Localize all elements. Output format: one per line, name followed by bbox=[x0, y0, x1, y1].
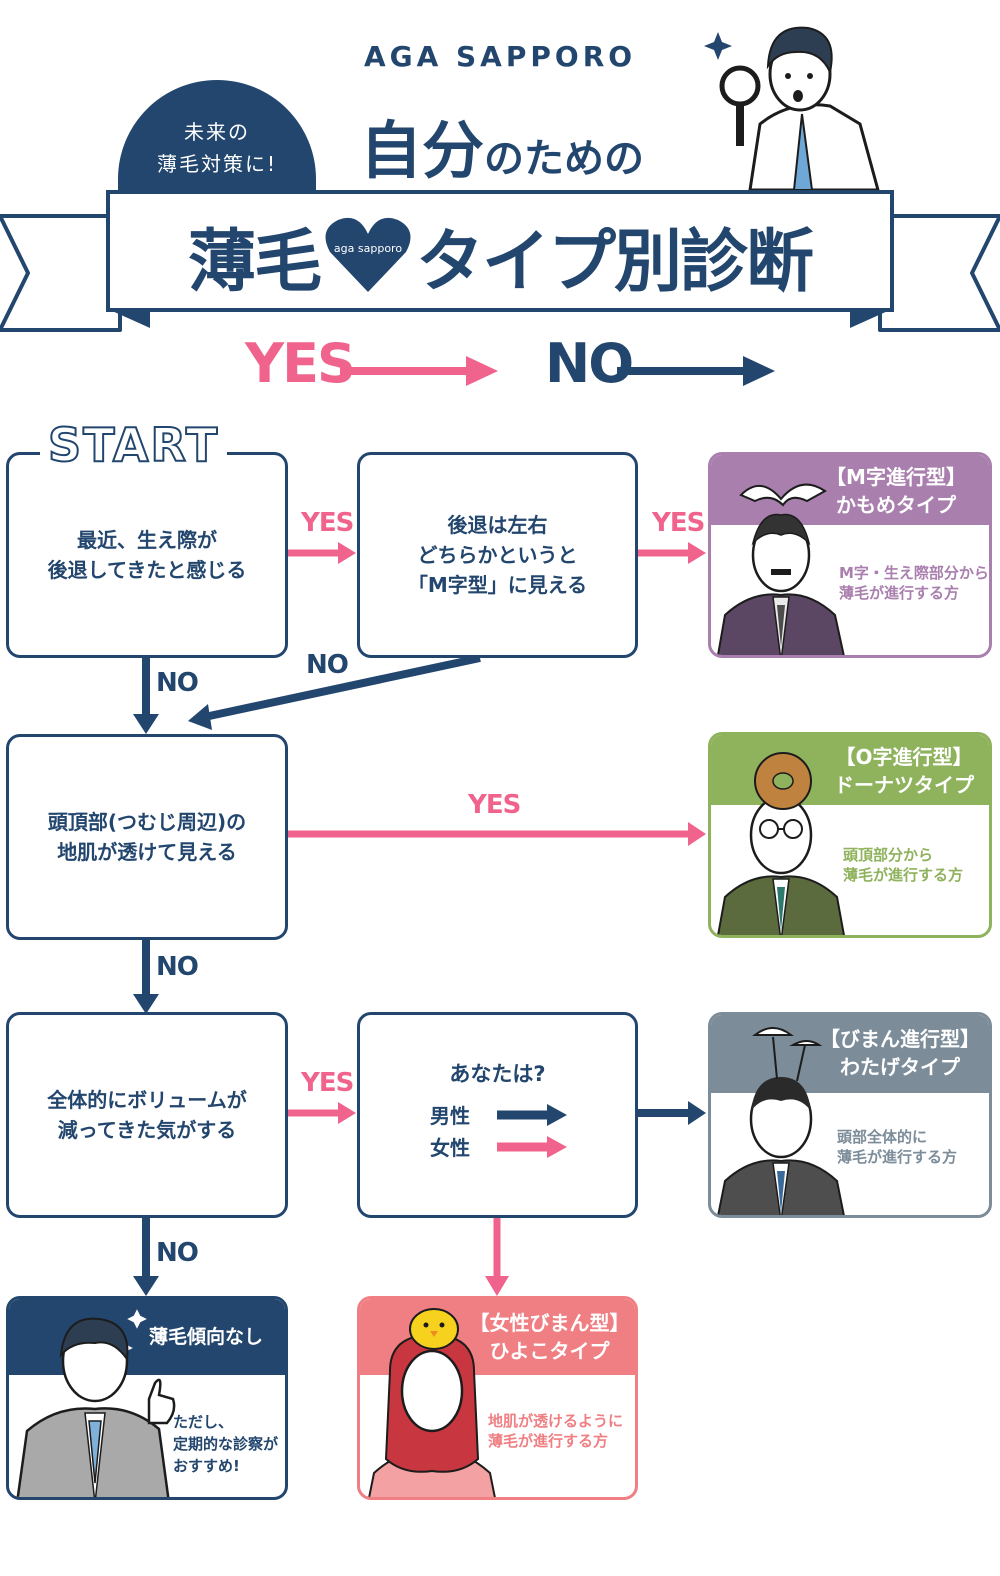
heart-label: aga sapporo bbox=[333, 242, 403, 255]
subtitle-big: 自分 bbox=[360, 114, 485, 187]
female-arrow bbox=[497, 1136, 567, 1158]
sparkle-icon bbox=[704, 32, 732, 60]
legend-no-arrow bbox=[617, 356, 775, 386]
dandelion-icon bbox=[752, 1027, 794, 1036]
male-arrow bbox=[497, 1104, 567, 1126]
q1-yes-label: YES bbox=[301, 508, 354, 538]
donut-man-illustration bbox=[717, 752, 845, 935]
seagull-icon bbox=[739, 483, 827, 507]
chick-icon bbox=[409, 1308, 459, 1350]
start-label: START bbox=[40, 417, 228, 473]
main-title: 薄毛 aga sapporo タイプ別診断 bbox=[108, 200, 892, 310]
legend-yes-arrow bbox=[340, 356, 498, 386]
title-right: タイプ別診断 bbox=[416, 222, 814, 302]
result-no-thinning-card: 薄毛傾向なし ただし、 定期的な診察が おすすめ! bbox=[6, 1296, 288, 1500]
header-subtitle: 自分のための bbox=[360, 100, 690, 190]
gender-question-text: あなたは? bbox=[449, 1062, 546, 1086]
result-m-type-card: 【M字進行型】 かもめタイプ M字・生え際部分から 薄毛が進行する方 bbox=[708, 452, 992, 658]
result-diffuse-type-desc: 頭部全体的に 薄毛が進行する方 bbox=[837, 1128, 958, 1166]
q3-no-label: NO bbox=[156, 952, 199, 982]
heart-icon: aga sapporo bbox=[324, 216, 412, 294]
q1-no-label: NO bbox=[156, 668, 199, 698]
question-overall-volume: 全体的にボリュームが 減ってきた気がする bbox=[6, 1012, 288, 1218]
result-diffuse-type-card: 【びまん進行型】 わたげタイプ 頭部全体的に 薄毛が進行する方 bbox=[708, 1012, 992, 1218]
chick-woman-illustration bbox=[368, 1308, 496, 1497]
q2-no-label: NO bbox=[306, 650, 349, 680]
sparkle-icon bbox=[122, 1304, 152, 1334]
title-ribbon bbox=[0, 190, 1000, 332]
brand-name: AGA SAPPORO bbox=[363, 40, 637, 73]
thumbs-up-icon bbox=[147, 1378, 176, 1425]
question-crown-thinning: 頭頂部(つむじ周辺)の 地肌が透けて見える bbox=[6, 734, 288, 940]
result-female-type-desc: 地肌が透けるように 薄毛が進行する方 bbox=[488, 1412, 624, 1450]
man-magnifier-illustration bbox=[704, 26, 880, 192]
question-gender: あなたは? bbox=[357, 1012, 638, 1218]
legend-no-label: NO bbox=[545, 332, 634, 395]
question-m-shape: 後退は左右 どちらかというと 「M字型」に見える bbox=[357, 452, 638, 658]
seagull-man-illustration bbox=[717, 483, 845, 655]
dandelion-man-illustration bbox=[717, 1027, 845, 1215]
thumbs-up-man-illustration bbox=[16, 1304, 176, 1497]
result-no-thinning-title: 薄毛傾向なし bbox=[9, 1299, 285, 1375]
result-o-type-desc: 頭頂部分から 薄毛が進行する方 bbox=[843, 846, 964, 884]
q4-yes-label: YES bbox=[301, 1068, 354, 1098]
title-left: 薄毛 bbox=[187, 222, 322, 302]
legend-yes-label: YES bbox=[245, 332, 356, 395]
q3-yes-label: YES bbox=[468, 790, 521, 820]
result-diffuse-type-title: 【びまん進行型】 わたげタイプ bbox=[711, 1015, 989, 1093]
q4-no-label: NO bbox=[156, 1238, 199, 1268]
question-receding-hairline: 最近、生え際が 後退してきたと感じる bbox=[6, 452, 288, 658]
result-o-type-card: 【O字進行型】 ドーナツタイプ 頭頂部分から 薄毛が進行する方 bbox=[708, 732, 992, 938]
result-no-thinning-desc: ただし、 定期的な診察が おすすめ! bbox=[173, 1413, 279, 1475]
result-female-type-card: 【女性びまん型】 ひよこタイプ 地肌が透けるように 薄毛が進行する方 bbox=[357, 1296, 638, 1500]
gender-female-label: 女性 bbox=[430, 1136, 470, 1160]
subtitle-small: のための bbox=[484, 136, 645, 182]
result-m-type-desc: M字・生え際部分から 薄毛が進行する方 bbox=[839, 564, 989, 602]
gender-male-label: 男性 bbox=[430, 1104, 470, 1128]
q2-yes-label: YES bbox=[652, 508, 705, 538]
